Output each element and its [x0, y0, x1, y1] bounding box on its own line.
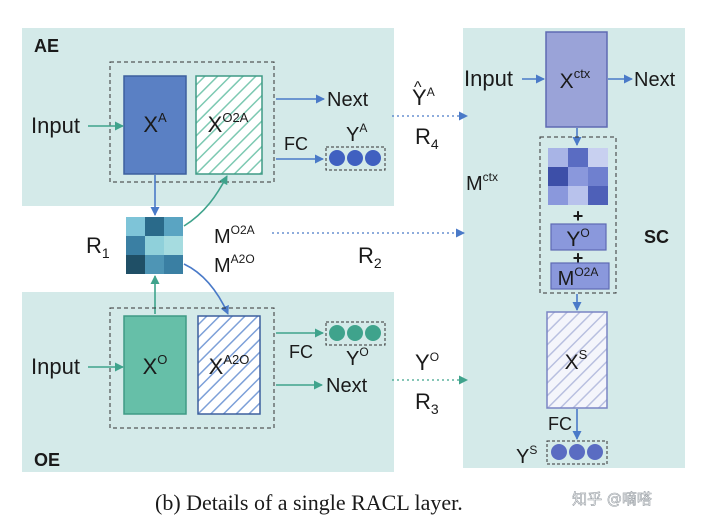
xa2o-label: XA2O — [209, 352, 250, 379]
xa-label: XA — [143, 110, 167, 137]
r1-matrix — [126, 217, 183, 274]
r4-label: R4 — [415, 124, 439, 152]
ya-dot — [329, 150, 345, 166]
oe-title: OE — [34, 450, 60, 470]
sc-input-label: Input — [464, 66, 513, 91]
ae-title: AE — [34, 36, 59, 56]
yo-dot — [329, 325, 345, 341]
xctx-box — [545, 31, 608, 128]
yo-dot — [347, 325, 363, 341]
ys-dot — [551, 444, 567, 460]
ya-dot — [347, 150, 363, 166]
sc-fc-label: FC — [548, 414, 572, 434]
sc-mo2a-label: MO2A — [558, 265, 599, 290]
yo-dots-frame — [325, 321, 386, 346]
ya-label: YA — [346, 121, 367, 146]
xo2a-box — [195, 75, 263, 175]
mctx-dashed-frame — [539, 136, 617, 294]
xs-label: XS — [565, 347, 588, 374]
yhat-label: YA — [412, 85, 435, 110]
xctx-label: Xctx — [560, 66, 591, 93]
r3-label: R3 — [415, 389, 439, 417]
ae-next-label: Next — [327, 89, 369, 111]
ys-label: YS — [516, 443, 537, 468]
xa-box — [123, 75, 187, 175]
ys-dot — [569, 444, 585, 460]
mo2a-label: MO2A — [214, 223, 255, 248]
sc-yo-label: YO — [566, 226, 589, 251]
ae-fc-label: FC — [284, 134, 308, 154]
ya-dot — [365, 150, 381, 166]
xo-label: XO — [143, 352, 168, 379]
sc-mo2a-box — [550, 262, 610, 290]
xa2o-box — [197, 315, 261, 415]
sc-plus-2: + — [573, 248, 584, 268]
oe-next-label: Next — [326, 375, 368, 397]
r2-label: R2 — [358, 243, 382, 271]
yhat-hat: ^ — [414, 79, 422, 96]
ys-dots-frame — [546, 440, 608, 465]
xo2a-label: XO2A — [208, 110, 249, 137]
oe-dashed-frame — [109, 307, 275, 429]
sc-title: SC — [644, 227, 669, 247]
ys-dot — [587, 444, 603, 460]
xo-box — [123, 315, 187, 415]
watermark: 知乎 @嘀嗒 — [572, 490, 652, 508]
figure-caption: (b) Details of a single RACL layer. — [155, 490, 463, 515]
sc-next-label: Next — [634, 69, 676, 91]
r1-to-xo2a-arrow — [183, 175, 228, 227]
mid-yo-label: YO — [415, 350, 439, 375]
yo-dot — [365, 325, 381, 341]
ma2o-label: MA2O — [214, 252, 255, 277]
r1-label: R1 — [86, 233, 110, 261]
ae-input-label: Input — [31, 113, 80, 138]
ae-dashed-frame — [109, 61, 275, 183]
sc-plus-1: + — [573, 206, 584, 226]
mctx-label: Mctx — [466, 170, 498, 195]
oe-fc-label: FC — [289, 342, 313, 362]
sc-yo-box — [550, 223, 607, 251]
oe-yo-label: YO — [346, 345, 369, 370]
ya-dots-frame — [325, 146, 386, 171]
mctx-matrix — [548, 148, 608, 205]
xs-box — [546, 311, 608, 409]
oe-input-label: Input — [31, 354, 80, 379]
